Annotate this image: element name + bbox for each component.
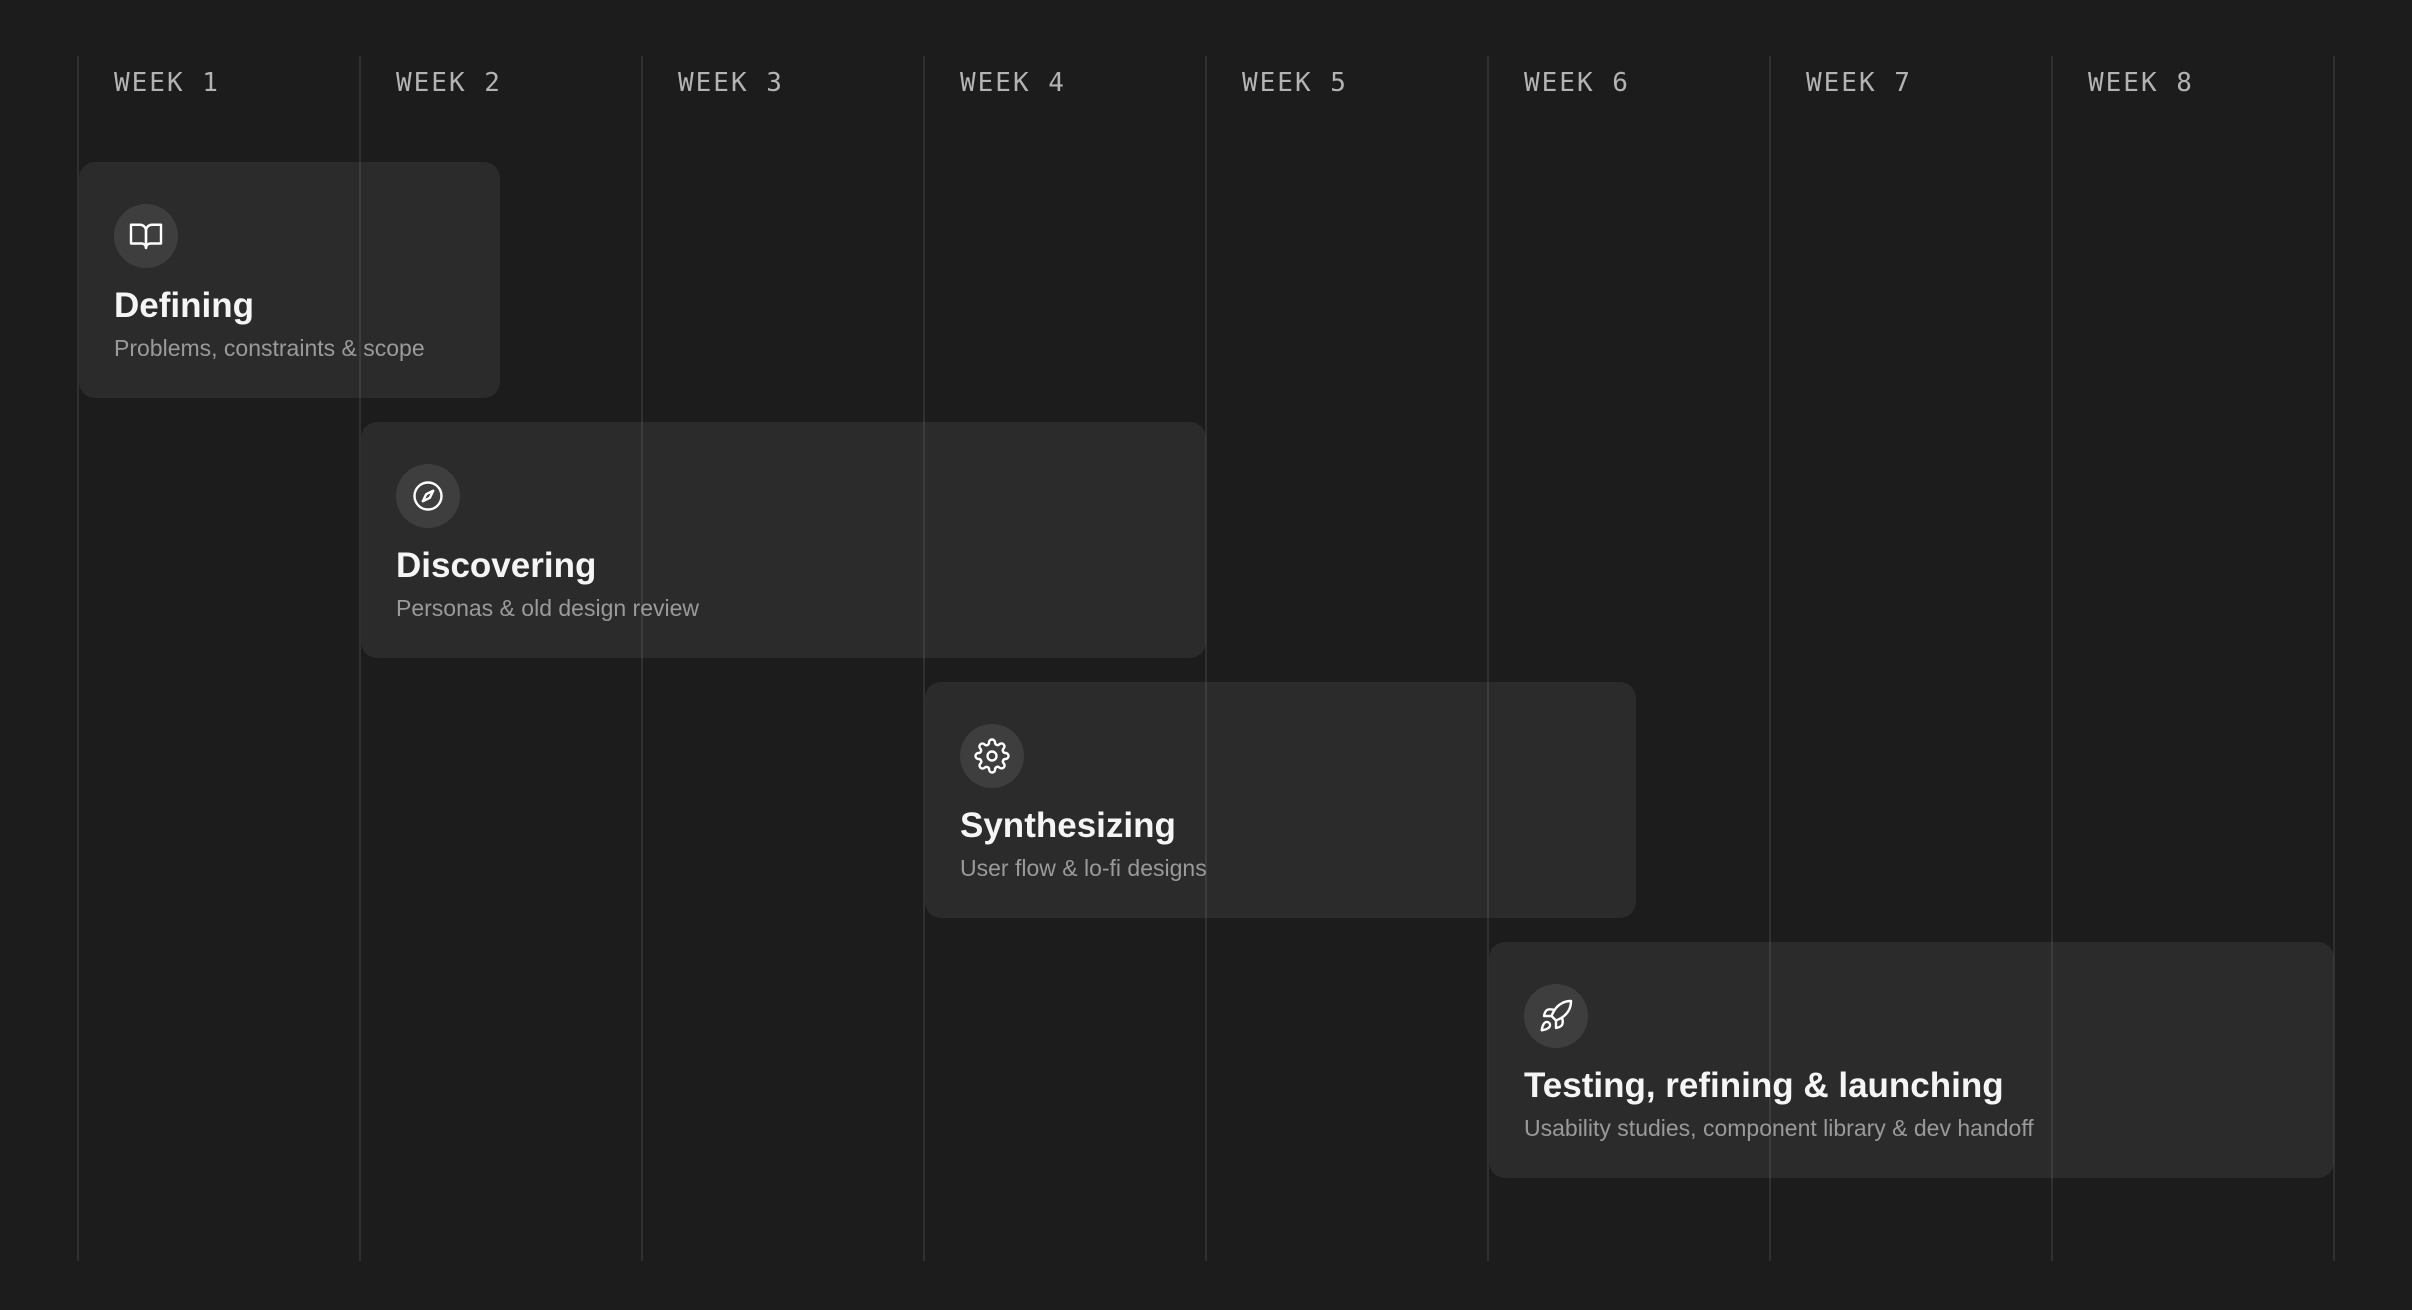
week-gridline bbox=[1769, 56, 1771, 1261]
week-gridline bbox=[2333, 56, 2335, 1261]
week-gridline bbox=[2051, 56, 2053, 1261]
rocket-icon bbox=[1524, 984, 1588, 1048]
week-gridline bbox=[77, 56, 79, 1261]
phase-description: User flow & lo-fi designs bbox=[960, 855, 1207, 881]
compass-icon bbox=[396, 464, 460, 528]
week-label-2: WEEK 2 bbox=[396, 68, 502, 98]
week-gridline bbox=[1205, 56, 1207, 1261]
phase-title: Discovering bbox=[396, 546, 597, 585]
gear-icon bbox=[960, 724, 1024, 788]
week-label-5: WEEK 5 bbox=[1242, 68, 1348, 98]
book-icon bbox=[114, 204, 178, 268]
week-gridline bbox=[1487, 56, 1489, 1261]
phase-description: Usability studies, component library & d… bbox=[1524, 1115, 2034, 1141]
phase-card-testing[interactable]: Testing, refining & launching Usability … bbox=[1489, 942, 2334, 1178]
week-gridline bbox=[359, 56, 361, 1261]
week-label-6: WEEK 6 bbox=[1524, 68, 1630, 98]
phase-card-discovering[interactable]: Discovering Personas & old design review bbox=[361, 422, 1206, 658]
phase-card-synthesizing[interactable]: Synthesizing User flow & lo-fi designs bbox=[925, 682, 1636, 918]
week-gridline bbox=[923, 56, 925, 1261]
phase-title: Synthesizing bbox=[960, 806, 1176, 845]
week-label-4: WEEK 4 bbox=[960, 68, 1066, 98]
week-gridline bbox=[641, 56, 643, 1261]
phase-card-defining[interactable]: Defining Problems, constraints & scope bbox=[79, 162, 500, 398]
phase-title: Testing, refining & launching bbox=[1524, 1066, 2004, 1105]
week-label-1: WEEK 1 bbox=[114, 68, 220, 98]
week-label-8: WEEK 8 bbox=[2088, 68, 2194, 98]
phase-title: Defining bbox=[114, 286, 254, 325]
week-label-3: WEEK 3 bbox=[678, 68, 784, 98]
phase-description: Personas & old design review bbox=[396, 595, 699, 621]
phase-description: Problems, constraints & scope bbox=[114, 335, 425, 361]
week-label-7: WEEK 7 bbox=[1806, 68, 1912, 98]
